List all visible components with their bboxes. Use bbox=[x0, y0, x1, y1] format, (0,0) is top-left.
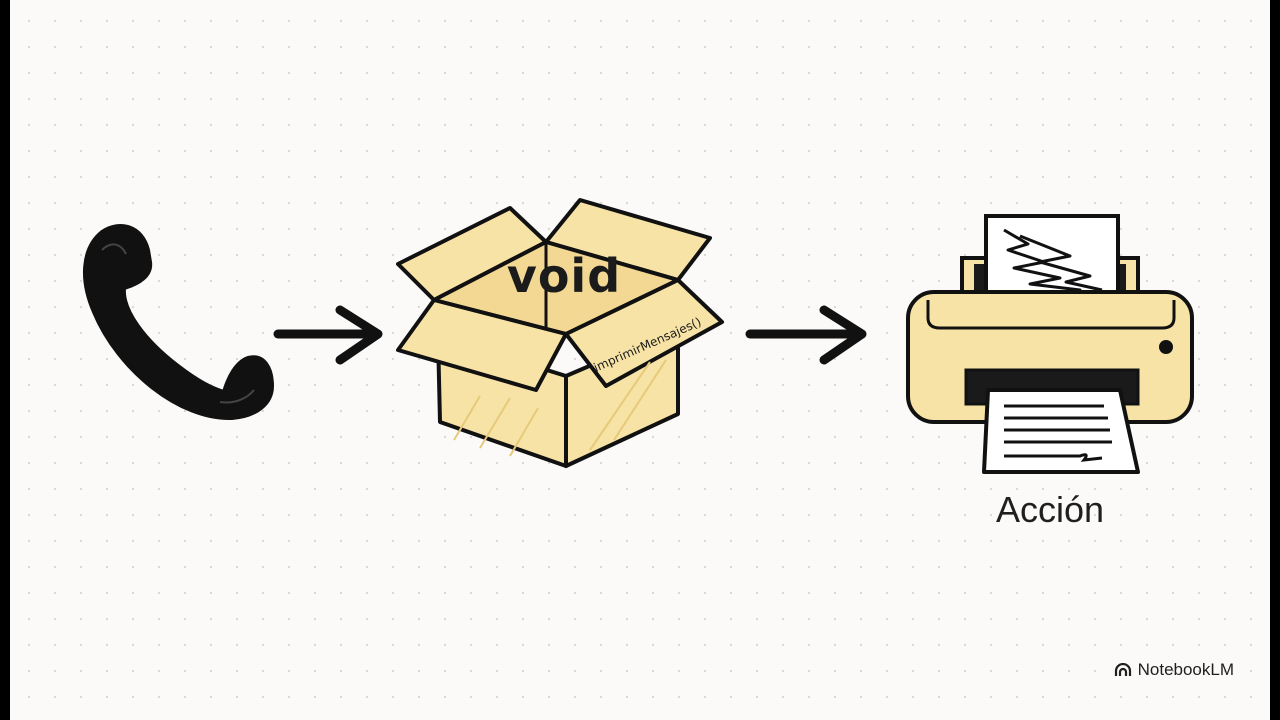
arrow-right-icon bbox=[273, 305, 383, 365]
arrow-right-icon bbox=[745, 305, 867, 365]
brand-name: NotebookLM bbox=[1137, 660, 1234, 679]
notebooklm-brand: NotebookLM bbox=[1114, 660, 1234, 680]
box-label: void bbox=[507, 249, 621, 303]
notebooklm-logo-icon bbox=[1114, 663, 1131, 676]
printer-caption: Acción bbox=[995, 489, 1105, 530]
slide: void imprimirMensajes() bbox=[10, 0, 1270, 720]
phone-icon bbox=[83, 224, 274, 421]
flow-diagram: void imprimirMensajes() bbox=[83, 198, 1194, 474]
printer-icon bbox=[906, 214, 1194, 474]
open-box-icon: void imprimirMensajes() bbox=[396, 198, 724, 468]
